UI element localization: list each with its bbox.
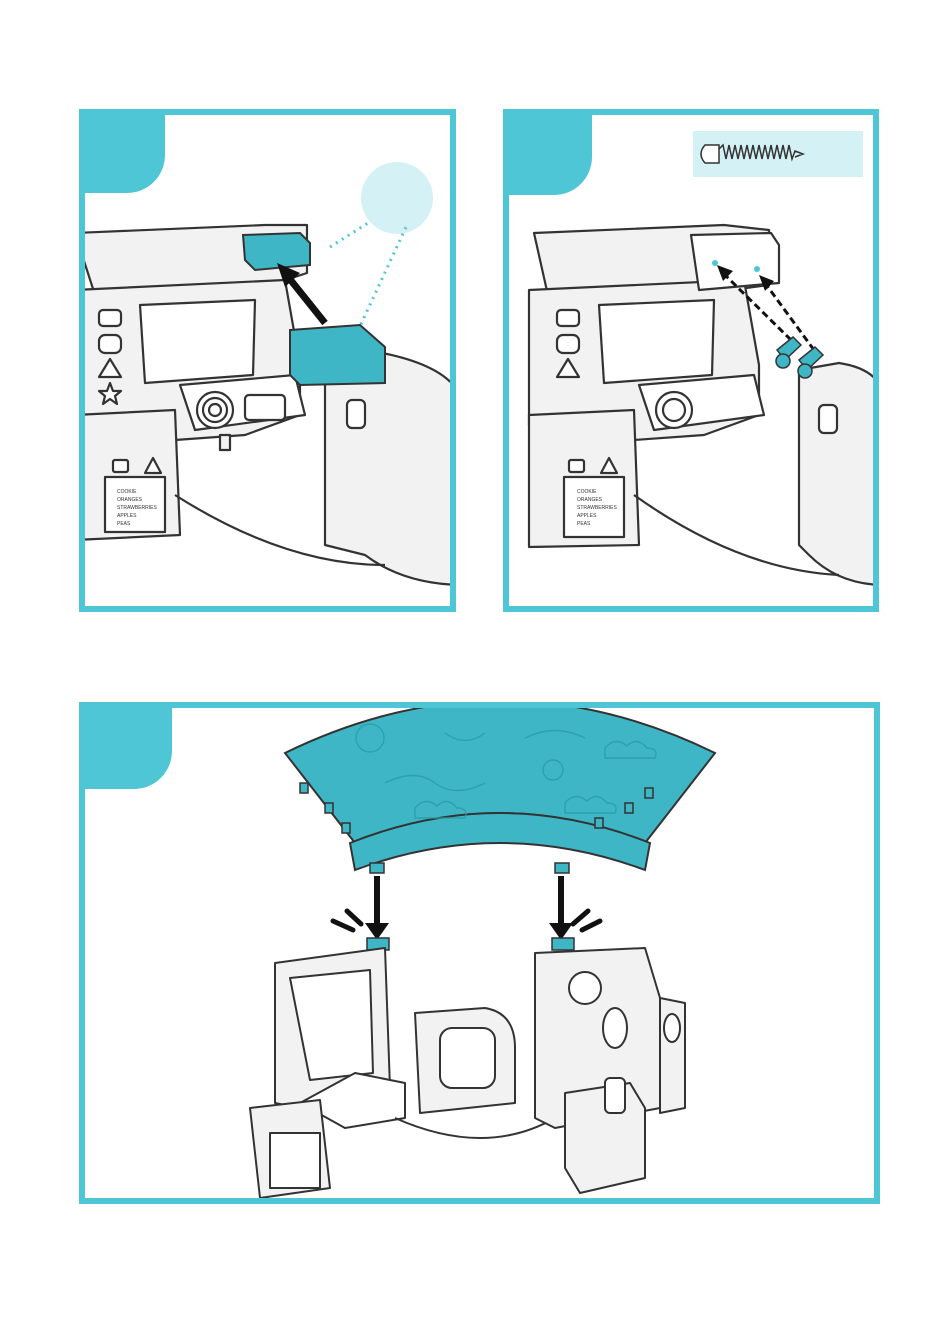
- label-line-2: ORANGES: [117, 497, 143, 503]
- canopy-roof: [285, 708, 715, 873]
- label-line-1: COOKIE: [117, 489, 137, 495]
- step-1-panel: COOKIE ORANGES STRAWBERRIES APPLES PEAS: [79, 109, 456, 612]
- bracket-installed: [243, 233, 310, 270]
- right-kitchen: [535, 948, 685, 1193]
- step-3-panel: [79, 702, 880, 1204]
- label-line-1b: COOKIE: [577, 489, 597, 495]
- arrow-icon: [365, 876, 573, 940]
- label-line-4b: APPLES: [577, 513, 597, 519]
- kitchen-unit: [85, 225, 456, 585]
- label-line-5b: PEAS: [577, 521, 591, 527]
- bracket-loose: [290, 325, 385, 385]
- step-3-illustration: [85, 708, 880, 1204]
- label-line-3: STRAWBERRIES: [117, 505, 157, 511]
- label-line-2b: ORANGES: [577, 497, 603, 503]
- left-kitchen: [250, 948, 555, 1198]
- label-line-3b: STRAWBERRIES: [577, 505, 617, 511]
- label-line-4: APPLES: [117, 513, 137, 519]
- step-2-illustration: COOKIE ORANGES STRAWBERRIES APPLES PEAS: [509, 115, 879, 612]
- step-1-illustration: COOKIE ORANGES STRAWBERRIES APPLES PEAS: [85, 115, 456, 612]
- callout-circle-icon: [361, 162, 433, 234]
- step-2-panel: COOKIE ORANGES STRAWBERRIES APPLES PEAS: [503, 109, 879, 612]
- label-line-5: PEAS: [117, 521, 131, 527]
